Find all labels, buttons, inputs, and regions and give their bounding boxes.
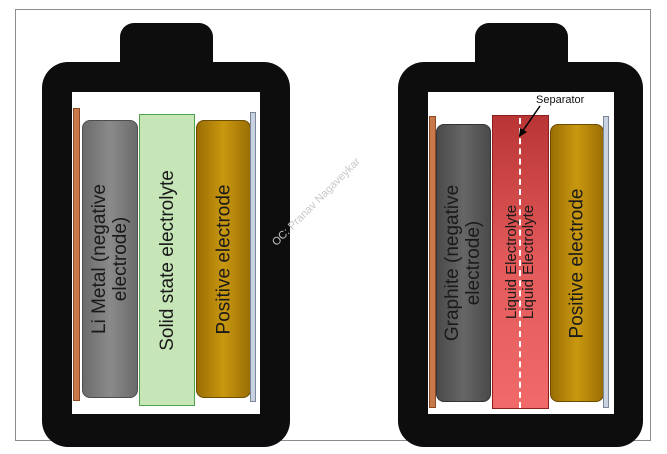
right-aluminum-current-collector xyxy=(603,116,609,408)
left-aluminum-current-collector xyxy=(250,112,256,402)
left-copper-current-collector xyxy=(73,108,80,401)
separator-arrow xyxy=(519,105,541,137)
right-negative-electrode-label: Graphite (negative electrode) xyxy=(442,184,485,342)
left-solid-electrolyte-label: Solid state electrolyte xyxy=(156,169,178,351)
figure-frame xyxy=(15,9,651,441)
right-electrolyte-label-a: Liquid Electrolyte xyxy=(503,204,521,320)
right-negative-electrode: Graphite (negative electrode) xyxy=(436,124,491,402)
right-positive-electrode: Positive electrode xyxy=(550,124,604,402)
left-solid-electrolyte: Solid state electrolyte xyxy=(139,114,195,406)
left-negative-electrode: Li Metal (negative electrode) xyxy=(82,120,138,398)
right-positive-electrode-label: Positive electrode xyxy=(566,188,588,338)
separator-line xyxy=(519,118,521,408)
left-positive-electrode-label: Positive electrode xyxy=(213,184,234,334)
left-positive-electrode: Positive electrode xyxy=(196,120,251,398)
right-copper-current-collector xyxy=(429,116,436,408)
right-electrolyte-label-b: Liquid Electrolyte xyxy=(520,204,538,320)
separator-label: Separator xyxy=(536,94,585,106)
left-negative-electrode-label: Li Metal (negative electrode) xyxy=(89,184,131,334)
